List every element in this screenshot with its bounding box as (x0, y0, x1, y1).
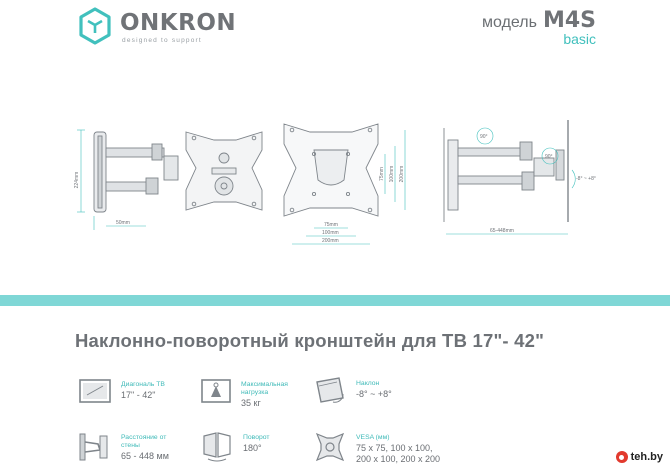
feature-vesa: VESA (мм) 75 x 75, 100 x 100, 200 x 100,… (313, 430, 440, 464)
feature-value: -8° ~ +8° (356, 389, 392, 399)
model-word: модель (482, 14, 537, 31)
feature-value-2: 200 x 100, 200 x 200 (356, 454, 441, 464)
label-swivel-left: 90° (480, 134, 488, 140)
label-side-height: 224mm (74, 172, 80, 189)
feature-tv-diagonal: Диагональ ТВ 17" - 42" (78, 377, 165, 405)
feature-label: Поворот (243, 434, 270, 441)
vesa-pattern-icon (315, 432, 345, 462)
vesa-dimension-plate (283, 123, 406, 245)
accent-band (0, 295, 670, 306)
feature-label: Расстояние от стены (121, 434, 167, 449)
front-view-plate (185, 131, 263, 211)
feature-value: 65 - 448 мм (121, 451, 169, 461)
feature-max-load: Максимальная нагрузка 35 кг (200, 377, 303, 408)
feature-value: 180° (243, 443, 262, 453)
label-vesa-100: 100mm (322, 230, 339, 236)
model-code: M4S (542, 8, 596, 33)
label-tilt: -8° ~ +8° (576, 176, 596, 182)
tilt-icon (316, 377, 344, 403)
feature-swivel: Поворот 180° (200, 430, 270, 462)
label-vesa-75-vertical: 75mm (379, 167, 385, 181)
site-logo-icon (615, 451, 628, 463)
brand-logo: ONKRON designed to support (78, 7, 236, 47)
label-reach: 65-448mm (490, 228, 514, 234)
feature-wall-distance: Расстояние от стены 65 - 448 мм (78, 430, 183, 464)
model-block: модель M4S basic (482, 8, 596, 47)
label-vesa-200: 200mm (322, 238, 339, 244)
feature-label: Диагональ ТВ (121, 381, 165, 388)
site-name: teh.by (630, 451, 663, 463)
side-view-drawing (77, 129, 179, 230)
label-vesa-75: 75mm (324, 222, 338, 228)
swivel-icon (203, 432, 231, 462)
technical-drawings: 224mm 50mm 75mm 100mm 200mm 75mm 100mm 2… (74, 120, 596, 245)
feature-label: Максимальная нагрузка (241, 381, 288, 396)
label-vesa-200-vertical: 200mm (399, 166, 405, 183)
feature-value: 75 x 75, 100 x 100, (356, 443, 433, 453)
extended-arm-drawing (443, 120, 576, 235)
weight-icon (201, 379, 231, 403)
label-side-depth: 50mm (116, 220, 130, 226)
model-edition: basic (563, 31, 596, 47)
feature-value: 35 кг (241, 398, 261, 408)
site-watermark: teh.by (612, 450, 666, 464)
feature-tilt: Наклон -8° ~ +8° (313, 376, 392, 406)
label-swivel-right: 90° (545, 154, 553, 160)
product-headline: Наклонно-поворотный кронштейн для ТВ 17"… (75, 330, 545, 351)
feature-value: 17" - 42" (121, 390, 156, 400)
label-vesa-100-vertical: 100mm (389, 166, 395, 183)
onkron-cube-logo-icon (79, 7, 111, 45)
wall-distance-icon (79, 433, 108, 461)
feature-label: Наклон (356, 380, 380, 387)
feature-label: VESA (мм) (356, 434, 390, 441)
tv-screen-icon (79, 379, 111, 403)
brand-tagline: designed to support (122, 36, 202, 44)
brand-name: ONKRON (120, 9, 237, 36)
